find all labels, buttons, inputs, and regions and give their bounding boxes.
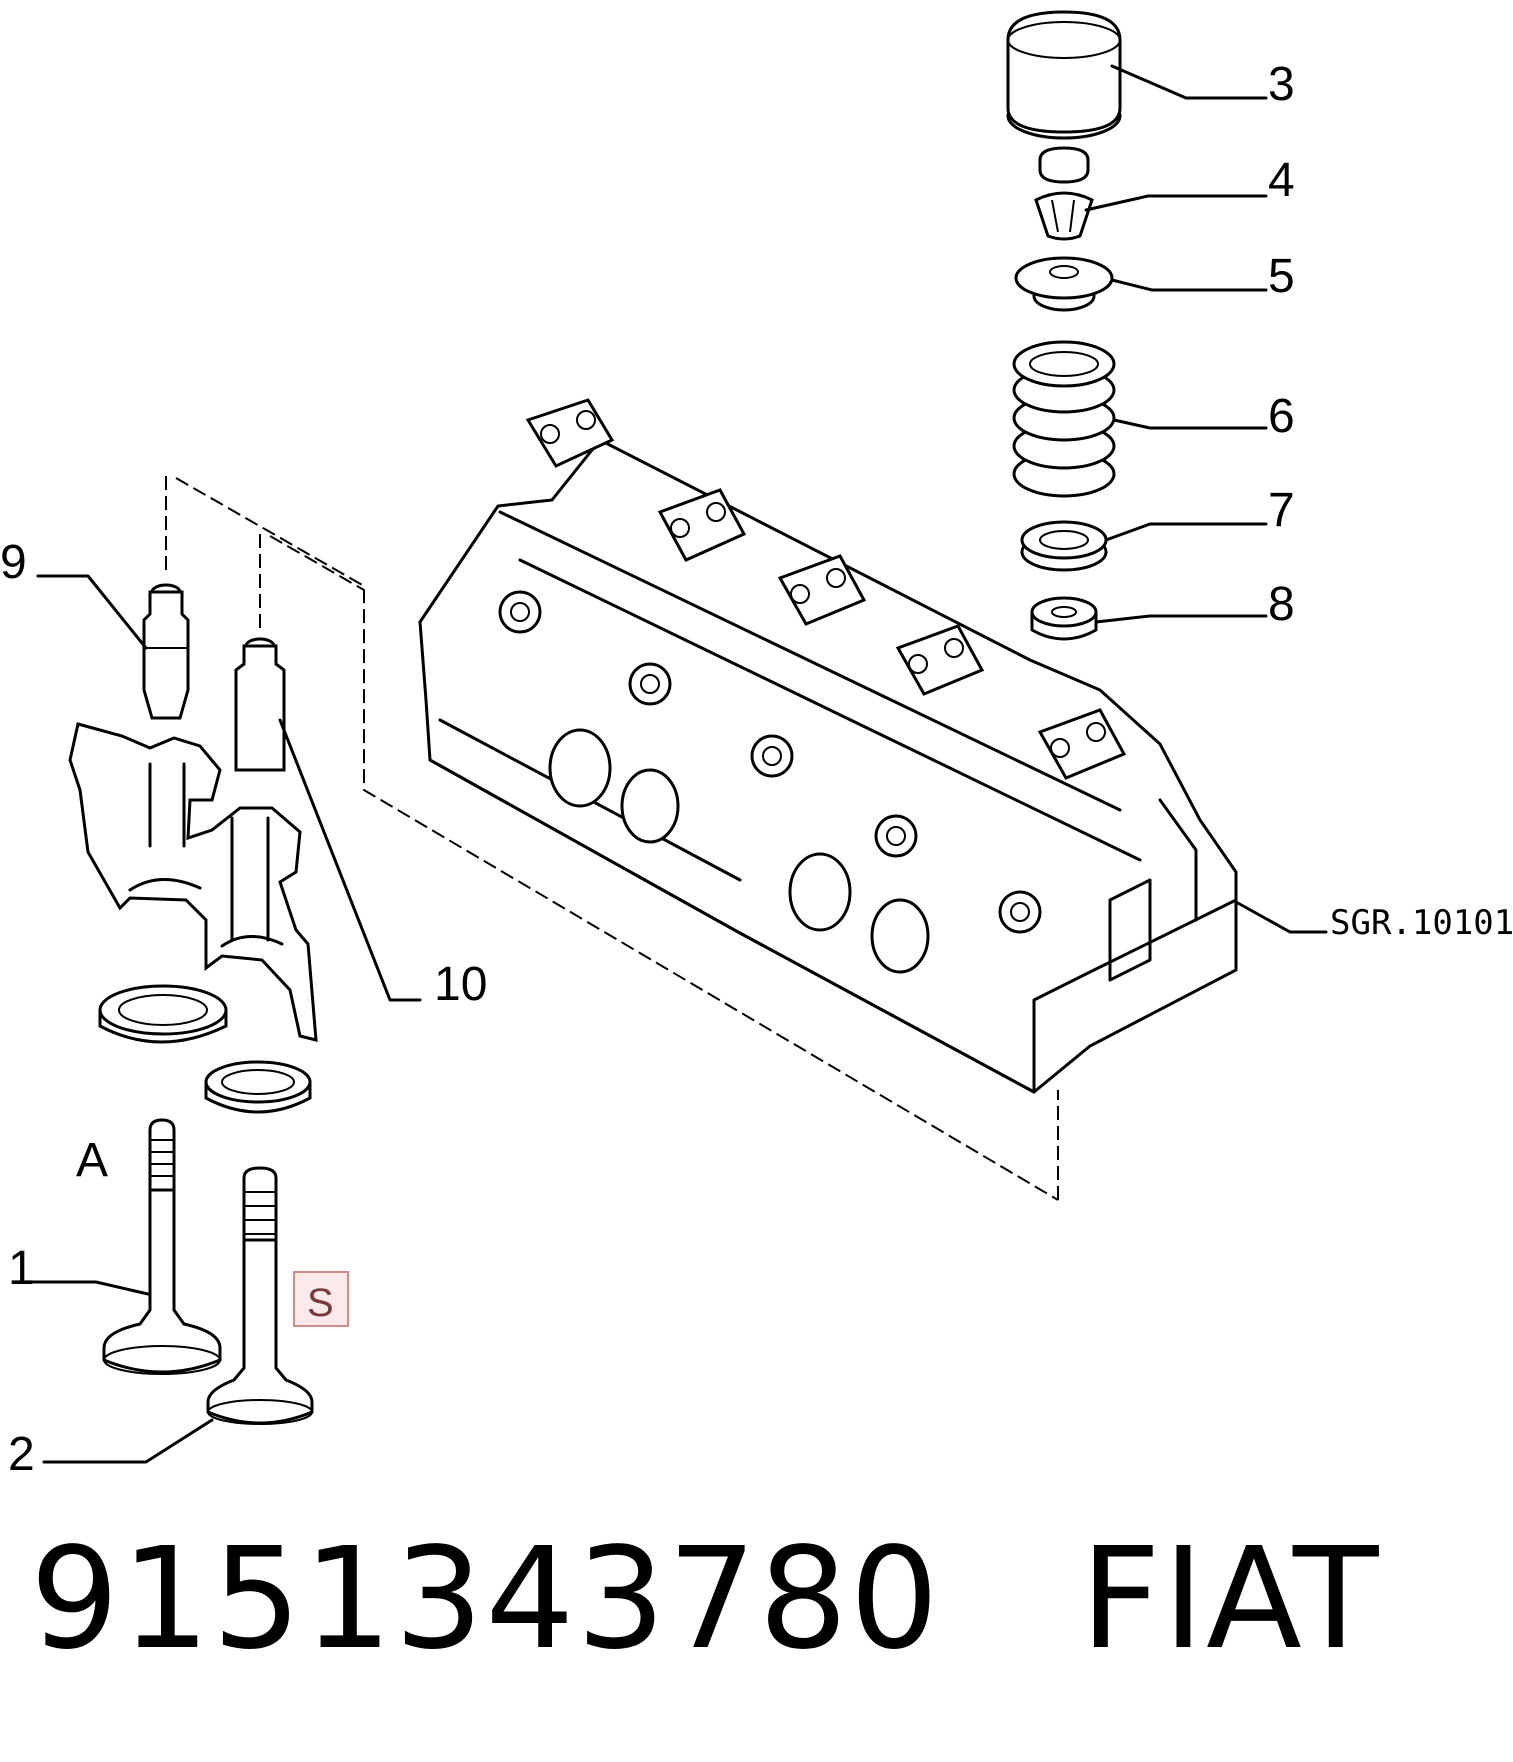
- cam-bearing-cap: [1037, 708, 1127, 780]
- marker-box: [293, 1271, 349, 1327]
- callout-9: 9: [0, 536, 27, 589]
- cylinder-head: [418, 398, 1238, 1094]
- callout-5: 5: [1268, 250, 1295, 303]
- diagram-code: SGR.10101: [1330, 903, 1513, 943]
- head-cross-section: [68, 722, 318, 1042]
- spring-seat-washer: [1020, 520, 1108, 572]
- part-number: 9151343780: [30, 1518, 941, 1681]
- spring-retainer: [1014, 256, 1114, 312]
- valve-guide-9: [142, 583, 190, 720]
- callout-3: 3: [1268, 58, 1295, 111]
- callout-2: 2: [8, 1428, 35, 1481]
- cam-bearing-cap: [777, 554, 867, 626]
- marker-letter: S: [307, 1281, 334, 1325]
- valve-shim: [1038, 146, 1090, 184]
- valve-guide-10: [234, 637, 286, 772]
- exhaust-valve: [206, 1166, 314, 1425]
- valve-seat-insert-large: [98, 984, 228, 1044]
- cam-bearing-cap: [657, 488, 747, 562]
- tappet-bucket: [1006, 10, 1122, 140]
- intake-valve: [102, 1118, 222, 1375]
- valve-seat-insert-small: [204, 1060, 312, 1114]
- valve-spring: [1012, 340, 1116, 498]
- callout-6: 6: [1268, 390, 1295, 443]
- valve-cotters: [1034, 191, 1094, 241]
- cam-bearing-cap: [895, 624, 985, 696]
- callout-10: 10: [434, 958, 487, 1011]
- callout-7: 7: [1268, 484, 1295, 537]
- callout-4: 4: [1268, 154, 1295, 207]
- valve-stem-seal: [1030, 596, 1098, 641]
- part-caption: 9151343780 FIAT: [30, 1530, 1381, 1670]
- brand-name: FIAT: [1080, 1518, 1381, 1681]
- callout-1: 1: [8, 1242, 35, 1295]
- cam-bearing-cap: [525, 398, 615, 468]
- callout-8: 8: [1268, 578, 1295, 631]
- variant-label: A: [76, 1134, 108, 1187]
